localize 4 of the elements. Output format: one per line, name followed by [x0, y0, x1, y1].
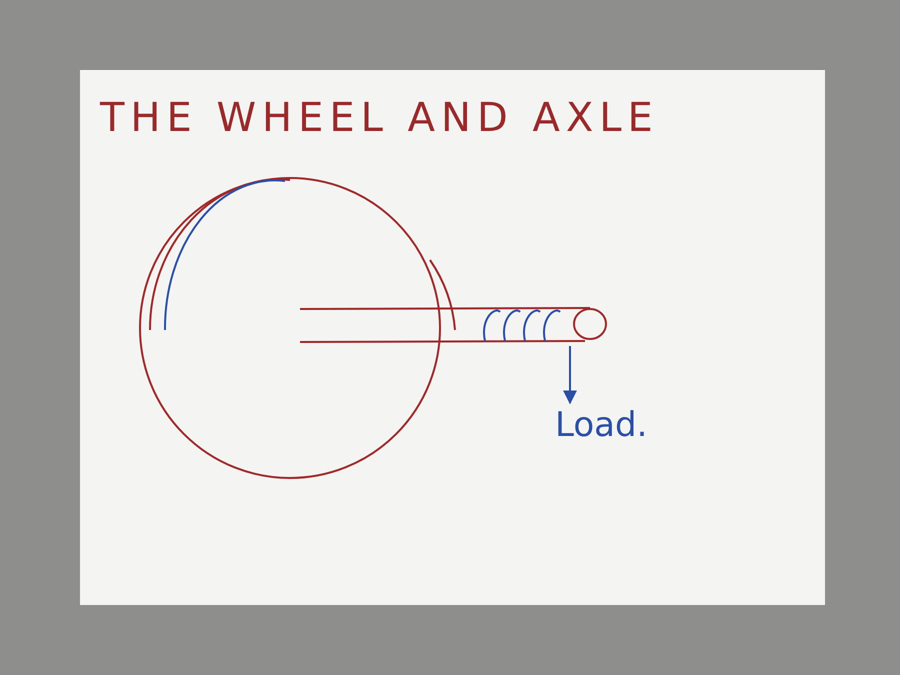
load-label: Load.	[555, 405, 648, 445]
arrow	[563, 346, 577, 404]
axle-drawing	[300, 306, 608, 346]
title: THE WHEEL AND AXLE	[100, 95, 659, 141]
